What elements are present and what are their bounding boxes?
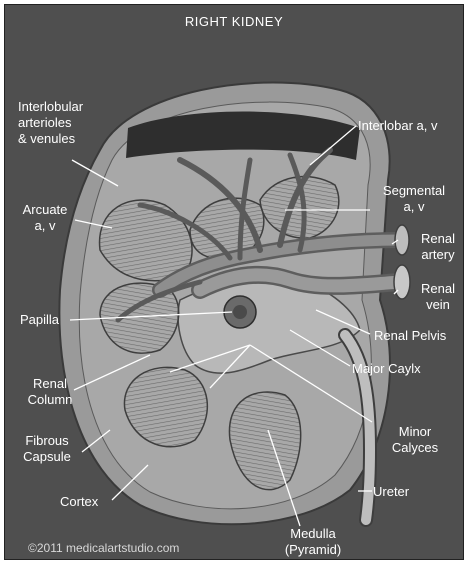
label-minor-calyces: Minor Calyces — [376, 424, 454, 456]
label-papilla: Papilla — [20, 312, 59, 328]
label-fibrous-capsule: Fibrous Capsule — [16, 433, 78, 465]
label-cortex: Cortex — [60, 494, 98, 510]
label-renal-vein: Renal vein — [414, 281, 462, 313]
label-medulla: Medulla (Pyramid) — [276, 526, 350, 558]
diagram-title: RIGHT KIDNEY — [0, 14, 468, 29]
label-segmental: Segmental a, v — [372, 183, 456, 215]
label-renal-column: Renal Column — [20, 376, 80, 408]
renal-vein-end — [394, 265, 410, 299]
label-interlobar: Interlobar a, v — [358, 118, 438, 134]
label-renal-artery: Renal artery — [414, 231, 462, 263]
copyright-text: ©2011 medicalartstudio.com — [28, 541, 179, 555]
label-major-calyx: Major Caylx — [352, 361, 421, 377]
label-renal-pelvis: Renal Pelvis — [374, 328, 446, 344]
label-arcuate: Arcuate a, v — [16, 202, 74, 234]
label-interlobular: Interlobular arterioles & venules — [18, 99, 83, 147]
label-ureter: Ureter — [373, 484, 409, 500]
